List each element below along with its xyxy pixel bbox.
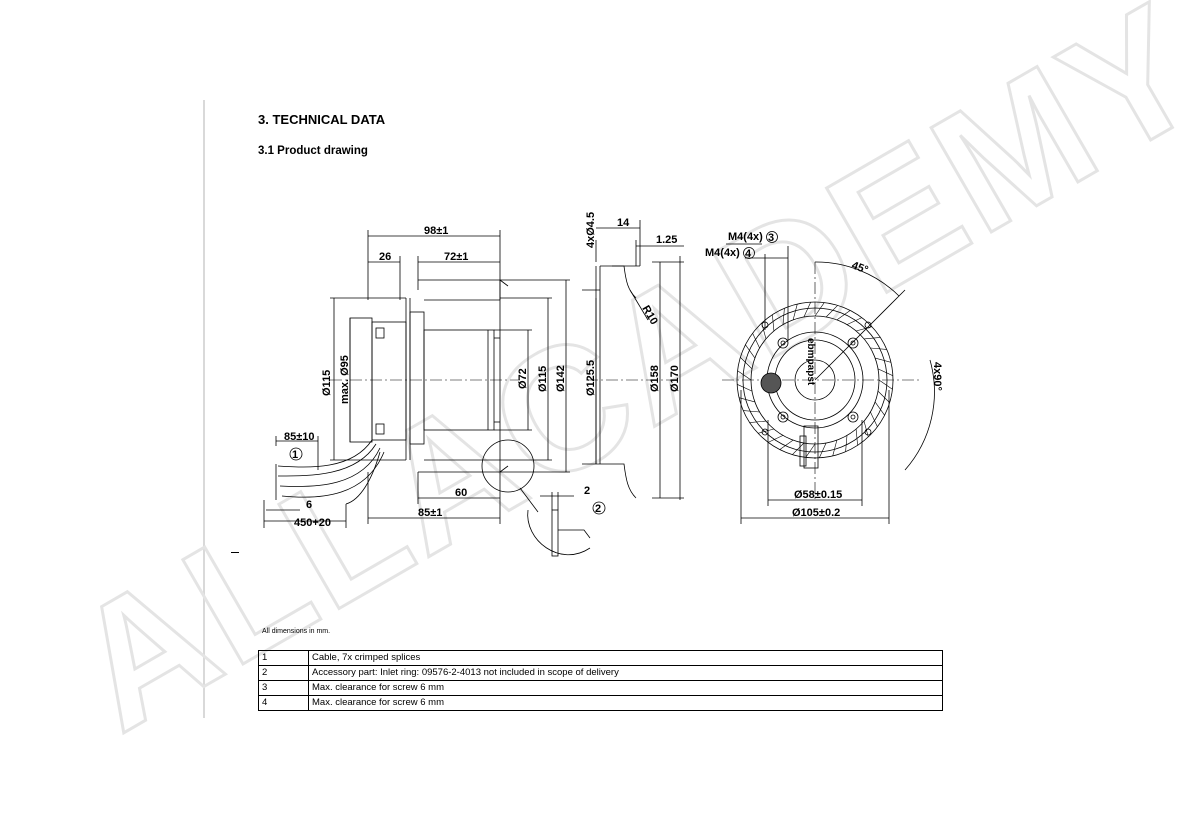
angle-90-label: 4x90° xyxy=(931,362,943,391)
legend-row-text: Max. clearance for screw 6 mm xyxy=(308,695,943,711)
dim-dia-105: Ø105±0.2 xyxy=(792,507,840,519)
impeller-blade xyxy=(870,411,878,427)
impeller-blade xyxy=(874,401,885,416)
dim-gap-2: 2 xyxy=(584,485,590,497)
impeller-blade xyxy=(803,301,811,318)
dim-dia-158: Ø158 xyxy=(649,365,661,392)
impeller-blade xyxy=(737,370,752,381)
dim-cable-length-total: 450+20 xyxy=(294,517,331,529)
brand-text: ebmpapst xyxy=(805,338,816,386)
impeller-blade xyxy=(792,303,798,320)
dim-dia-72: Ø72 xyxy=(517,368,529,389)
dim-hub-offset: 26 xyxy=(379,251,391,263)
dimensions-footnote: All dimensions in mm. xyxy=(262,628,331,635)
impeller-blade xyxy=(832,440,838,457)
impeller-blade xyxy=(845,435,848,452)
impeller-blade xyxy=(863,337,881,340)
impeller-blade xyxy=(836,310,851,321)
impeller-blade xyxy=(870,347,887,350)
thread-3-label: M4(4x) xyxy=(728,231,763,243)
impeller-blade xyxy=(878,379,893,390)
dim-holes: 4xØ4.5 xyxy=(585,212,597,248)
legend-row-number: 1 xyxy=(258,650,309,666)
legend-row-number: 2 xyxy=(258,665,309,681)
impeller-blade xyxy=(814,302,825,317)
dim-dia-125: Ø125.5 xyxy=(585,360,597,396)
callout-4: 4 xyxy=(745,248,752,260)
impeller-blade xyxy=(877,390,890,403)
dim-impeller-length: 72±1 xyxy=(444,251,468,263)
impeller-blade xyxy=(768,435,784,443)
dim-dia-115-left: Ø115 xyxy=(321,370,333,396)
impeller-blade xyxy=(875,357,892,363)
impeller-blade xyxy=(779,439,794,450)
impeller-blade xyxy=(745,344,756,359)
callout-2: 2 xyxy=(595,503,601,515)
impeller-blade xyxy=(743,410,760,413)
impeller-blade xyxy=(736,384,753,392)
angle-45-label: 45° xyxy=(850,260,870,277)
subsection-title: 3.1 Product drawing xyxy=(258,145,368,157)
side-view: 98±1 26 72±1 Ø115 max. Ø95 xyxy=(263,225,606,557)
callout-3: 3 xyxy=(768,232,774,244)
impeller-blade xyxy=(846,317,862,325)
legend-row-text: Cable, 7x crimped splices xyxy=(308,650,943,666)
dim-cable-strip: 6 xyxy=(306,499,312,511)
section-title: 3. TECHNICAL DATA xyxy=(258,112,386,127)
callout-1: 1 xyxy=(292,449,298,461)
page-left-rule xyxy=(203,100,205,718)
impeller-blade xyxy=(738,397,755,403)
impeller-blade xyxy=(749,420,767,423)
impeller-blade xyxy=(819,442,827,459)
impeller-blade xyxy=(758,428,774,434)
front-view: ebmpapst M4(4x) 3 M4(4x) 4 45° 4x90° Ø58… xyxy=(705,231,943,524)
legend-row-number: 4 xyxy=(258,695,309,711)
dim-dia-142: Ø142 xyxy=(555,365,567,392)
legend-row-text: Max. clearance for screw 6 mm xyxy=(308,680,943,696)
dim-dia-170: Ø170 xyxy=(669,365,681,392)
thread-4-label: M4(4x) xyxy=(705,247,740,259)
impeller-blade xyxy=(825,305,838,318)
dim-depth-85: 85±1 xyxy=(418,507,442,519)
impeller-blade xyxy=(740,357,753,370)
impeller-blade xyxy=(752,333,760,349)
impeller-blade xyxy=(792,442,805,455)
legend-row-number: 3 xyxy=(258,680,309,696)
dim-max-dia-95: max. Ø95 xyxy=(339,355,351,404)
dim-width-14: 14 xyxy=(617,217,630,229)
impeller-blade xyxy=(805,443,816,458)
dim-radius: R10 xyxy=(639,304,659,327)
dim-depth-60: 60 xyxy=(455,487,467,499)
margin-dash xyxy=(231,552,239,553)
impeller-blade xyxy=(855,428,858,446)
dim-dia-115-right: Ø115 xyxy=(537,366,549,392)
dim-overall-length: 98±1 xyxy=(424,225,448,237)
dim-dia-58: Ø58±0.15 xyxy=(794,489,842,501)
impeller-blade xyxy=(772,314,775,332)
impeller-blade xyxy=(782,308,785,325)
dim-cable-length-a: 85±10 xyxy=(284,431,315,443)
section-view: 4xØ4.5 14 1.25 R10 Ø125.5 Ø158 Ø170 xyxy=(582,212,684,500)
legend-row-text: Accessory part: Inlet ring: 09576-2-4013… xyxy=(308,665,943,681)
dim-thickness: 1.25 xyxy=(656,234,677,246)
impeller-blade xyxy=(863,421,869,437)
impeller-blade xyxy=(877,368,894,376)
